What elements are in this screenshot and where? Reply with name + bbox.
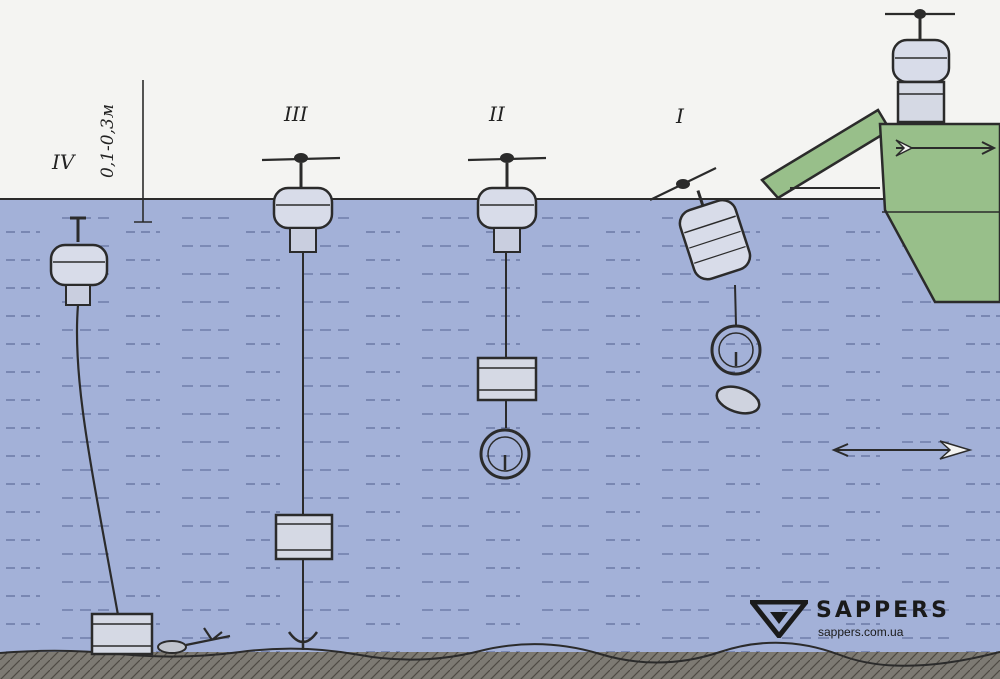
sinker-ring-stage-ii	[479, 428, 531, 480]
mine-stage-iv	[49, 216, 231, 656]
mine-stage-i	[649, 167, 762, 415]
seabed-line	[0, 641, 1000, 667]
mine-stage-iii	[261, 153, 341, 650]
sky	[0, 0, 1000, 200]
stage-label-i: I	[676, 104, 684, 128]
minelayer-ship	[760, 9, 1000, 304]
stage-label-iii: III	[284, 102, 308, 126]
stage-label-ii: II	[489, 102, 505, 126]
anchor-stage-iii	[274, 513, 334, 561]
current-direction-arrow	[831, 440, 973, 460]
sinker-ring-stage-i	[710, 324, 762, 376]
depth-label: 0,1-0,3м	[98, 104, 118, 178]
stage-label-iv: IV	[52, 150, 75, 174]
anchor-stage-ii	[476, 356, 538, 402]
brand-name: SAPPERS	[816, 598, 950, 623]
anchor-stage-iv	[90, 612, 154, 656]
sappers-logo-icon	[750, 600, 808, 638]
brand-url: sappers.com.ua	[818, 625, 904, 639]
brand-watermark: SAPPERS sappers.com.ua	[750, 598, 960, 640]
mine-stage-ii	[467, 153, 547, 480]
